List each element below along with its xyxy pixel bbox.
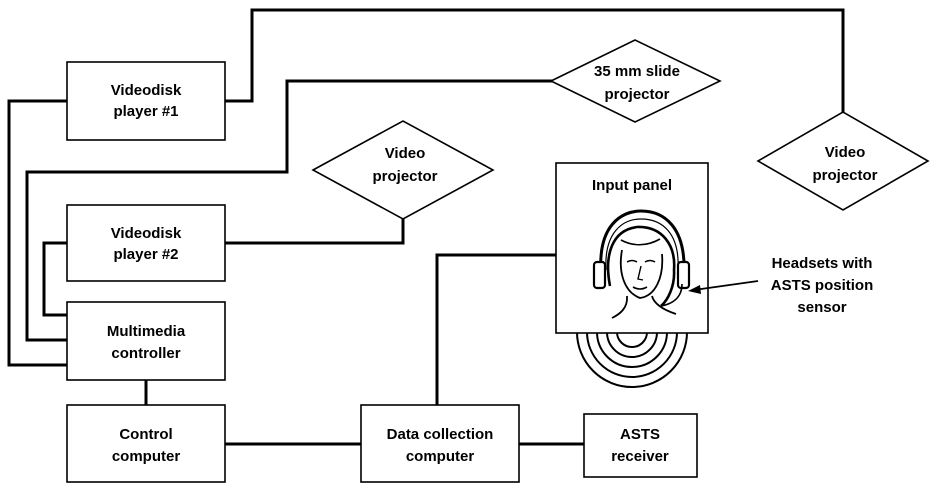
videodisk-player-1-label-line1: Videodisk: [111, 82, 182, 99]
input-panel-label: Input panel: [592, 177, 672, 194]
wire-player1-to-right-projector: [225, 10, 843, 112]
data-collection-computer-label-line2: computer: [406, 448, 475, 465]
video-projector-right-label-line2: projector: [812, 167, 877, 184]
input-panel: Input panel: [556, 163, 708, 333]
asts-receiver: ASTS receiver: [584, 414, 697, 477]
multimedia-controller-label-line2: controller: [111, 345, 180, 362]
multimedia-controller-label-line1: Multimedia: [107, 323, 186, 340]
video-projector-left: Video projector: [313, 121, 493, 219]
slide-projector-label-line1: 35 mm slide: [594, 63, 680, 80]
data-collection-computer-label-line1: Data collection: [387, 426, 494, 443]
slide-projector-label-line2: projector: [604, 86, 669, 103]
video-projector-left-label-line2: projector: [372, 168, 437, 185]
video-projector-left-label-line1: Video: [385, 145, 426, 162]
headsets-annotation: Headsets with ASTS position sensor: [688, 255, 873, 316]
videodisk-player-1-label-line2: player #1: [113, 103, 178, 120]
asts-receiver-label-line2: receiver: [611, 448, 669, 465]
wire-player1-to-controller: [9, 101, 67, 365]
headsets-annotation-line1: Headsets with: [772, 255, 873, 272]
wire-data-computer-to-input-panel: [437, 255, 556, 405]
video-projector-right: Video projector: [758, 112, 928, 210]
control-computer: Control computer: [67, 405, 225, 482]
control-computer-label-line2: computer: [112, 448, 181, 465]
wire-player2-to-left-projector: [225, 219, 403, 243]
headsets-annotation-line2: ASTS position: [771, 277, 874, 294]
asts-receiver-label-line1: ASTS: [620, 426, 660, 443]
videodisk-player-2-label-line1: Videodisk: [111, 225, 182, 242]
control-computer-label-line1: Control: [119, 426, 172, 443]
sound-waves: [577, 332, 687, 387]
videodisk-player-2-label-line2: player #2: [113, 246, 178, 263]
multimedia-controller: Multimedia controller: [67, 302, 225, 380]
data-collection-computer: Data collection computer: [361, 405, 519, 482]
headsets-annotation-line3: sensor: [797, 299, 846, 316]
video-projector-right-label-line1: Video: [825, 144, 866, 161]
slide-projector: 35 mm slide projector: [551, 40, 720, 122]
videodisk-player-1: Videodisk player #1: [67, 62, 225, 140]
videodisk-player-2: Videodisk player #2: [67, 205, 225, 281]
wire-player2-to-controller: [44, 243, 67, 315]
